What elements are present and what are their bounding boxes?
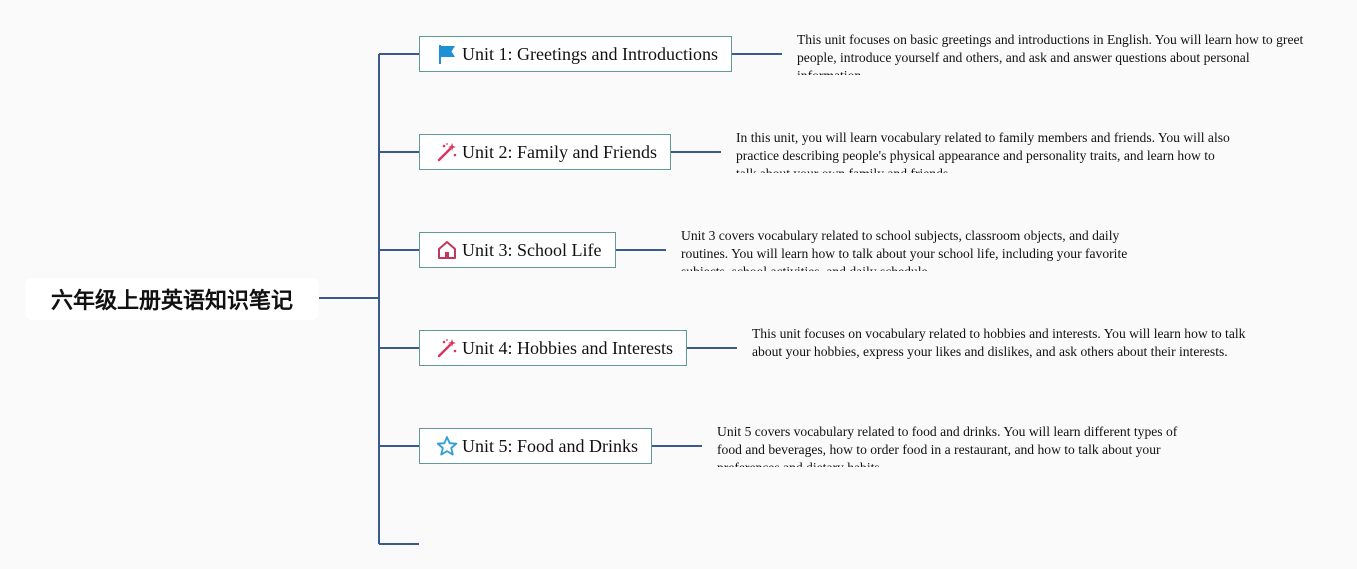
unit-4-description: This unit focuses on vocabulary related … [752, 326, 1246, 359]
unit-5-description: Unit 5 covers vocabulary related to food… [717, 424, 1178, 467]
unit-1-node[interactable]: Unit 1: Greetings and Introductions [419, 36, 732, 72]
root-topic[interactable]: 六年级上册英语知识笔记 [25, 278, 319, 320]
unit-1-description: This unit focuses on basic greetings and… [797, 32, 1304, 75]
star-icon [436, 435, 458, 457]
house-icon [436, 239, 458, 261]
magic-wand-icon [436, 337, 458, 359]
magic-wand-icon [436, 141, 458, 163]
flag-icon [436, 43, 458, 65]
unit-3-node[interactable]: Unit 3: School Life [419, 232, 616, 268]
unit-4-node[interactable]: Unit 4: Hobbies and Interests [419, 330, 687, 366]
unit-3-description: Unit 3 covers vocabulary related to scho… [681, 228, 1128, 271]
unit-5-label: Unit 5: Food and Drinks [462, 435, 639, 456]
root-title: 六年级上册英语知识笔记 [50, 289, 293, 314]
unit-4-label: Unit 4: Hobbies and Interests [462, 337, 673, 358]
unit-2-description: In this unit, you will learn vocabulary … [736, 130, 1230, 173]
unit-3-label: Unit 3: School Life [462, 239, 602, 260]
unit-2-label: Unit 2: Family and Friends [462, 141, 657, 162]
unit-2-node[interactable]: Unit 2: Family and Friends [419, 134, 671, 170]
unit-1-label: Unit 1: Greetings and Introductions [462, 43, 718, 64]
unit-5-node[interactable]: Unit 5: Food and Drinks [419, 428, 652, 464]
